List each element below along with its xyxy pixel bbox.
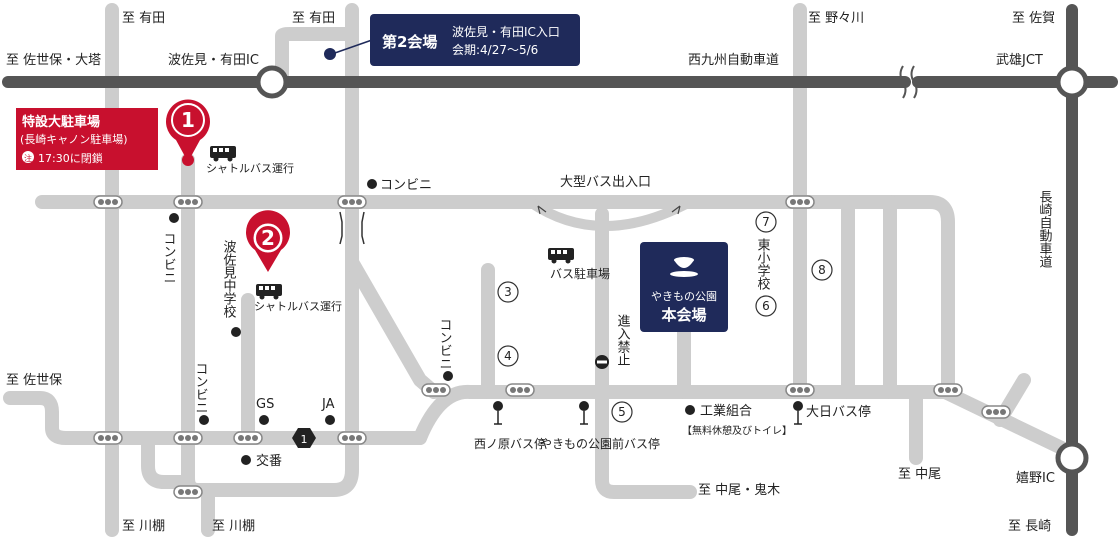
route-number: 1	[301, 433, 308, 446]
to-sasebo-otou-label: 至 佐世保・大塔	[6, 53, 101, 68]
to-nonokawa-label: 至 野々川	[808, 11, 864, 26]
points-of-interest: コンビニ コンビニ コンビニ コンビニ GS JA 交番 1 バス駐車場 東小学…	[161, 178, 872, 469]
bus-parking-icon	[548, 248, 574, 264]
to-sasebo-label: 至 佐世保	[6, 373, 62, 388]
svg-text:7: 7	[762, 215, 770, 229]
bus-parking-label: バス駐車場	[550, 266, 610, 281]
convenience-store-label-top: コンビニ	[380, 178, 432, 193]
no-entry-icon	[595, 355, 609, 369]
road-labels: 波佐見・有田IC 西九州自動車道 武雄JCT 嬉野IC 大型バス出入口 長崎自動…	[168, 53, 1055, 486]
parking-4-marker: 4	[497, 345, 519, 367]
gas-station-marker	[259, 415, 269, 425]
main-venue-box[interactable]: やきもの公園 本会場	[640, 242, 728, 332]
route-1-icon	[292, 428, 316, 448]
bus-stop-icon	[793, 401, 803, 425]
hasami-arita-ic-label: 波佐見・有田IC	[168, 53, 259, 68]
bowl-icon	[670, 257, 698, 277]
main-venue-name: やきもの公園	[651, 290, 717, 303]
police-box-marker	[241, 455, 251, 465]
note-mark: 注	[24, 153, 32, 163]
venue2-callout[interactable]: 第2会場 波佐見・有田IC入口 会期:4/27〜5/6	[324, 14, 580, 66]
nagasaki-expressway-label: 長崎自動車道	[1037, 190, 1053, 268]
convenience-store-marker	[367, 179, 377, 189]
bus-stop-icon	[579, 401, 589, 425]
hasami-junior-high-label: 波佐見中学校	[221, 240, 237, 318]
parking-6-marker: 6	[755, 295, 777, 317]
interchange-markers	[255, 65, 1089, 475]
parking2-number: 2	[261, 226, 275, 250]
parking1-number: 1	[181, 108, 195, 132]
bridge-mark	[339, 211, 365, 245]
takeo-jct-label: 武雄JCT	[996, 53, 1043, 68]
parking2-callout[interactable]: 2 シャトルバス運行 波佐見中学校	[221, 210, 343, 318]
to-nagasaki-label: 至 長崎	[1008, 519, 1051, 534]
ja-label: JA	[321, 397, 335, 412]
no-entry-label: 進入禁止	[615, 314, 631, 366]
venue2-title: 第2会場	[382, 33, 437, 51]
convenience-store-label-left: コンビニ	[161, 232, 176, 284]
parking1-label-box	[16, 108, 158, 170]
parking1-title: 特設大駐車場	[22, 114, 100, 130]
to-kawatana-label-1: 至 川棚	[122, 519, 165, 534]
svg-text:6: 6	[762, 299, 770, 313]
east-elementary-label: 東小学校	[755, 237, 771, 290]
convenience-store-label-lower: コンビニ	[193, 362, 208, 414]
convenience-store-marker	[169, 213, 179, 223]
venue2-marker	[324, 48, 336, 60]
direction-labels: 至 有田 至 有田 至 佐世保・大塔 至 野々川 至 佐賀 至 佐世保 至 川棚…	[6, 11, 1055, 534]
note-mark-icon	[22, 151, 34, 163]
ja-marker	[325, 415, 335, 425]
shuttle-bus-icon	[210, 146, 236, 162]
convenience-store-marker	[231, 327, 241, 337]
parking-5-marker: 5	[611, 401, 633, 423]
convenience-store-marker	[443, 371, 453, 381]
industry-union-note: 【無料休憩及びトイレ】	[682, 424, 792, 437]
shuttle-bus-icon	[256, 284, 282, 300]
nishinohara-bus-stop-label: 西ノ原バス停	[474, 436, 546, 451]
convenience-store-label-mid: コンビニ	[437, 318, 452, 370]
large-bus-entrance-label: 大型バス出入口	[560, 175, 651, 190]
parking-3-marker: 3	[497, 281, 519, 303]
bus-stop-icon	[493, 401, 503, 425]
venue2-period: 会期:4/27〜5/6	[452, 43, 538, 57]
svg-text:3: 3	[504, 285, 512, 299]
expressway-break	[899, 65, 918, 99]
to-nakao-onigi-label: 至 中尾・鬼木	[698, 482, 780, 498]
to-nakao-label: 至 中尾	[898, 467, 941, 482]
bus-entrance-arrows	[537, 205, 681, 215]
nishikyushu-expressway-label: 西九州自動車道	[688, 53, 779, 68]
svg-text:4: 4	[504, 349, 512, 363]
to-saga-label: 至 佐賀	[1012, 11, 1055, 26]
parking1-callout[interactable]: 特設大駐車場 (長崎キャノン駐車場) 注 17:30に閉鎖 1 シャトルバス運行	[16, 99, 294, 175]
parking1-shuttle-label: シャトルバス運行	[206, 162, 294, 175]
to-kawatana-label-2: 至 川棚	[212, 519, 255, 534]
gs-label: GS	[256, 397, 274, 412]
parking-7-marker: 7	[755, 211, 777, 233]
svg-text:8: 8	[818, 263, 826, 277]
parking1-subtitle: (長崎キャノン駐車場)	[20, 132, 128, 146]
venue2-line1: 波佐見・有田IC入口	[452, 25, 560, 39]
parking1-note: 17:30に閉鎖	[38, 151, 103, 165]
svg-text:5: 5	[618, 405, 626, 419]
industry-union-marker	[685, 405, 695, 415]
to-arita-label-1: 至 有田	[122, 11, 165, 26]
traffic-signals	[93, 195, 1011, 499]
police-box-label: 交番	[256, 453, 282, 469]
parking2-shuttle-label: シャトルバス運行	[254, 300, 342, 313]
yakimono-park-bus-stop-label: やきもの公園前バス停	[540, 436, 660, 451]
parking-8-marker: 8	[811, 259, 833, 281]
local-roads	[3, 3, 1077, 537]
ureshino-ic-label: 嬉野IC	[1016, 471, 1055, 486]
numbered-parking-lots[interactable]: 3 4 5 6 7 8	[497, 211, 833, 423]
to-arita-label-2: 至 有田	[292, 11, 335, 26]
industry-union-label: 工業組合	[700, 403, 752, 419]
main-venue-title: 本会場	[661, 306, 706, 324]
convenience-store-marker	[199, 415, 209, 425]
oohi-bus-stop-label: 大日バス停	[806, 404, 871, 420]
